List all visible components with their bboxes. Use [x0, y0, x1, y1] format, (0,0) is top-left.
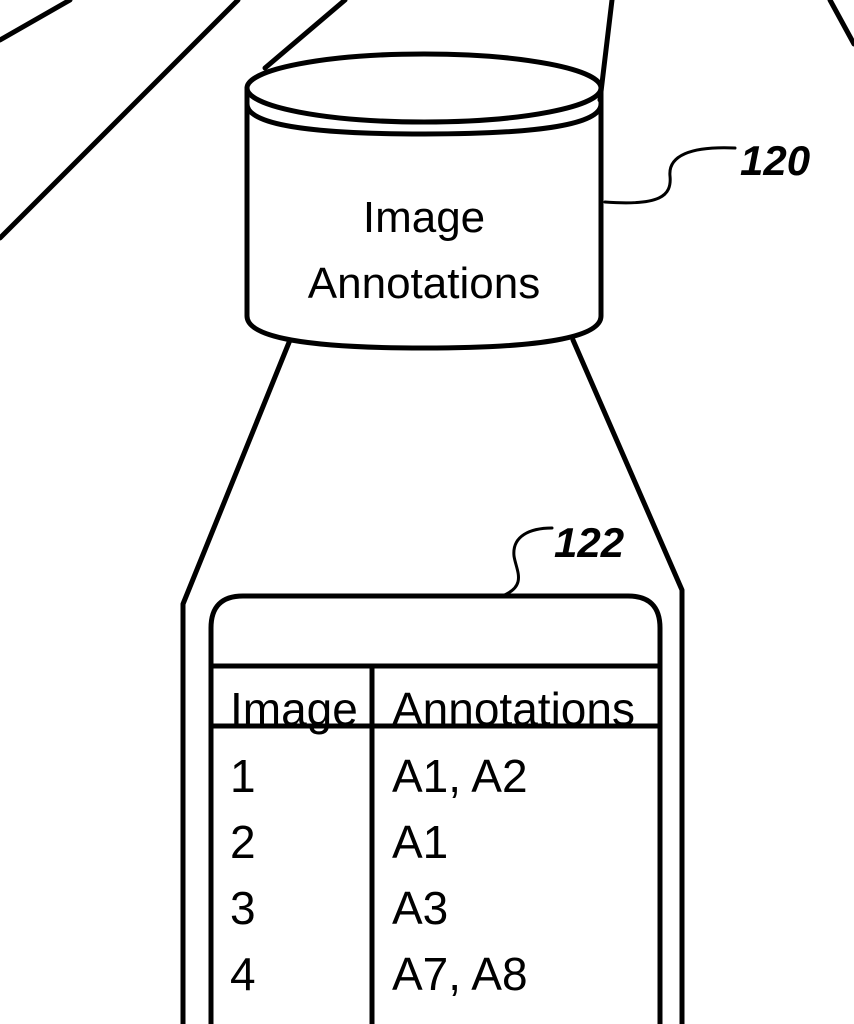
table-row: 3 A3 — [230, 882, 448, 934]
annotation-table: Image Annotations 1 A1, A2 2 A1 3 A3 4 A… — [208, 593, 663, 1024]
table-row: 2 A1 — [230, 816, 448, 868]
table-header-annotations: Annotations — [392, 683, 635, 735]
table-row: 4 A7, A8 — [230, 948, 528, 1000]
table-cell-annotations: A3 — [392, 882, 448, 934]
database-label-line1: Image — [363, 193, 485, 242]
table-cell-image: 1 — [230, 750, 256, 802]
ref-122-leader — [500, 526, 554, 598]
table-cell-annotations: A1 — [392, 816, 448, 868]
image-annotations-database: Image Annotations — [244, 51, 604, 351]
table-row: 1 A1, A2 — [230, 750, 528, 802]
table-header-image: Image — [230, 683, 358, 735]
table-cell-image: 3 — [230, 882, 256, 934]
expansion-outline — [180, 337, 685, 1024]
table-cell-image: 4 — [230, 948, 256, 1000]
table-cell-annotations: A7, A8 — [392, 948, 528, 1000]
table-cell-image: 2 — [230, 816, 256, 868]
ref-120-leader — [603, 146, 737, 205]
ref-120-label: 120 — [740, 137, 810, 184]
table-cell-annotations: A1, A2 — [392, 750, 528, 802]
ref-122-label: 122 — [554, 519, 624, 566]
database-label-line2: Annotations — [308, 259, 540, 308]
